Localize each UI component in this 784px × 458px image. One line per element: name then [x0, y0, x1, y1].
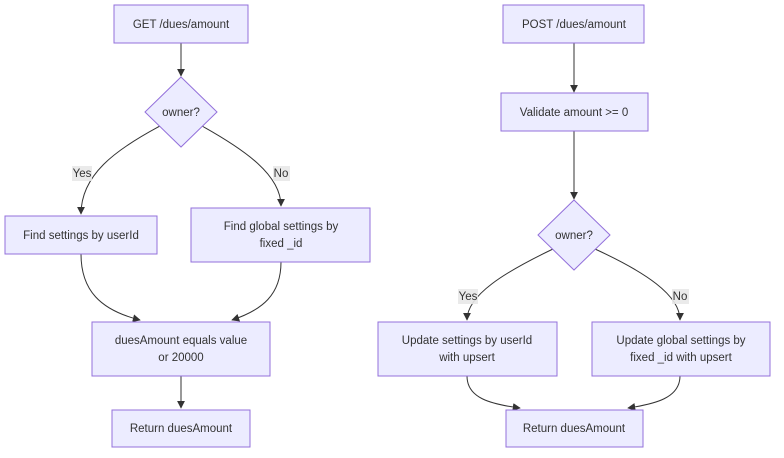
edge-get-yes-to-merge [80, 253, 141, 323]
edge-get-decision-no [201, 125, 285, 207]
node-get-yes-step-label: Find settings by userId [23, 230, 139, 242]
edge-label-post-yes-text: Yes [459, 291, 478, 303]
node-post-decision: owner? [537, 199, 611, 271]
node-get-yes-step: Find settings by userId [4, 215, 158, 255]
node-post-no-step-label-line1: Update global settings by [616, 335, 745, 347]
node-post-validate-label: Validate amount >= 0 [520, 107, 628, 119]
edge-get-no-to-merge [231, 261, 282, 322]
node-post-validate: Validate amount >= 0 [500, 92, 649, 132]
edge-label-get-no: No [273, 166, 290, 181]
node-get-end: Return duesAmount [111, 409, 251, 448]
node-get-start-label: GET /dues/amount [133, 19, 230, 31]
edge-post-decision-yes [463, 248, 554, 321]
node-get-no-step-label-line1: Find global settings by [224, 221, 339, 233]
edge-post-decision-no [594, 248, 684, 321]
node-post-yes-step-label-line1: Update settings by userId [402, 335, 532, 347]
node-get-end-label: Return duesAmount [130, 423, 233, 435]
node-post-no-step-label-line2: fixed _id with upsert [630, 352, 732, 364]
node-get-no-step-label-line2: fixed _id [260, 238, 303, 250]
node-get-merge-label-line2: or 20000 [158, 352, 203, 364]
node-post-end: Return duesAmount [505, 409, 644, 448]
edge-post-yes-to-end [466, 375, 521, 412]
node-post-end-label: Return duesAmount [523, 423, 626, 435]
node-get-no-step: Find global settings by fixed _id [190, 207, 371, 263]
edge-get-decision-yes [77, 125, 161, 215]
edge-label-post-no-text: No [673, 291, 688, 303]
edge-label-post-yes: Yes [458, 289, 478, 304]
node-get-decision: owner? [144, 76, 218, 148]
node-get-decision-label: owner? [162, 107, 200, 119]
edge-label-get-yes: Yes [72, 166, 92, 181]
edge-label-get-no-text: No [274, 168, 289, 180]
node-get-merge-label-line1: duesAmount equals value [115, 335, 247, 347]
node-post-yes-step-label-line2: with upsert [438, 352, 495, 364]
edge-post-no-to-end [627, 375, 681, 411]
node-get-merge: duesAmount equals value or 20000 [91, 321, 271, 377]
node-post-no-step: Update global settings by fixed _id with… [591, 321, 771, 377]
node-post-yes-step: Update settings by userId with upsert [377, 321, 558, 377]
node-post-start: POST /dues/amount [502, 4, 645, 44]
edge-label-post-no: No [672, 289, 689, 304]
node-post-start-label: POST /dues/amount [522, 19, 627, 31]
edge-label-get-yes-text: Yes [73, 168, 92, 180]
node-post-decision-label: owner? [555, 230, 593, 242]
node-get-start: GET /dues/amount [113, 4, 249, 44]
